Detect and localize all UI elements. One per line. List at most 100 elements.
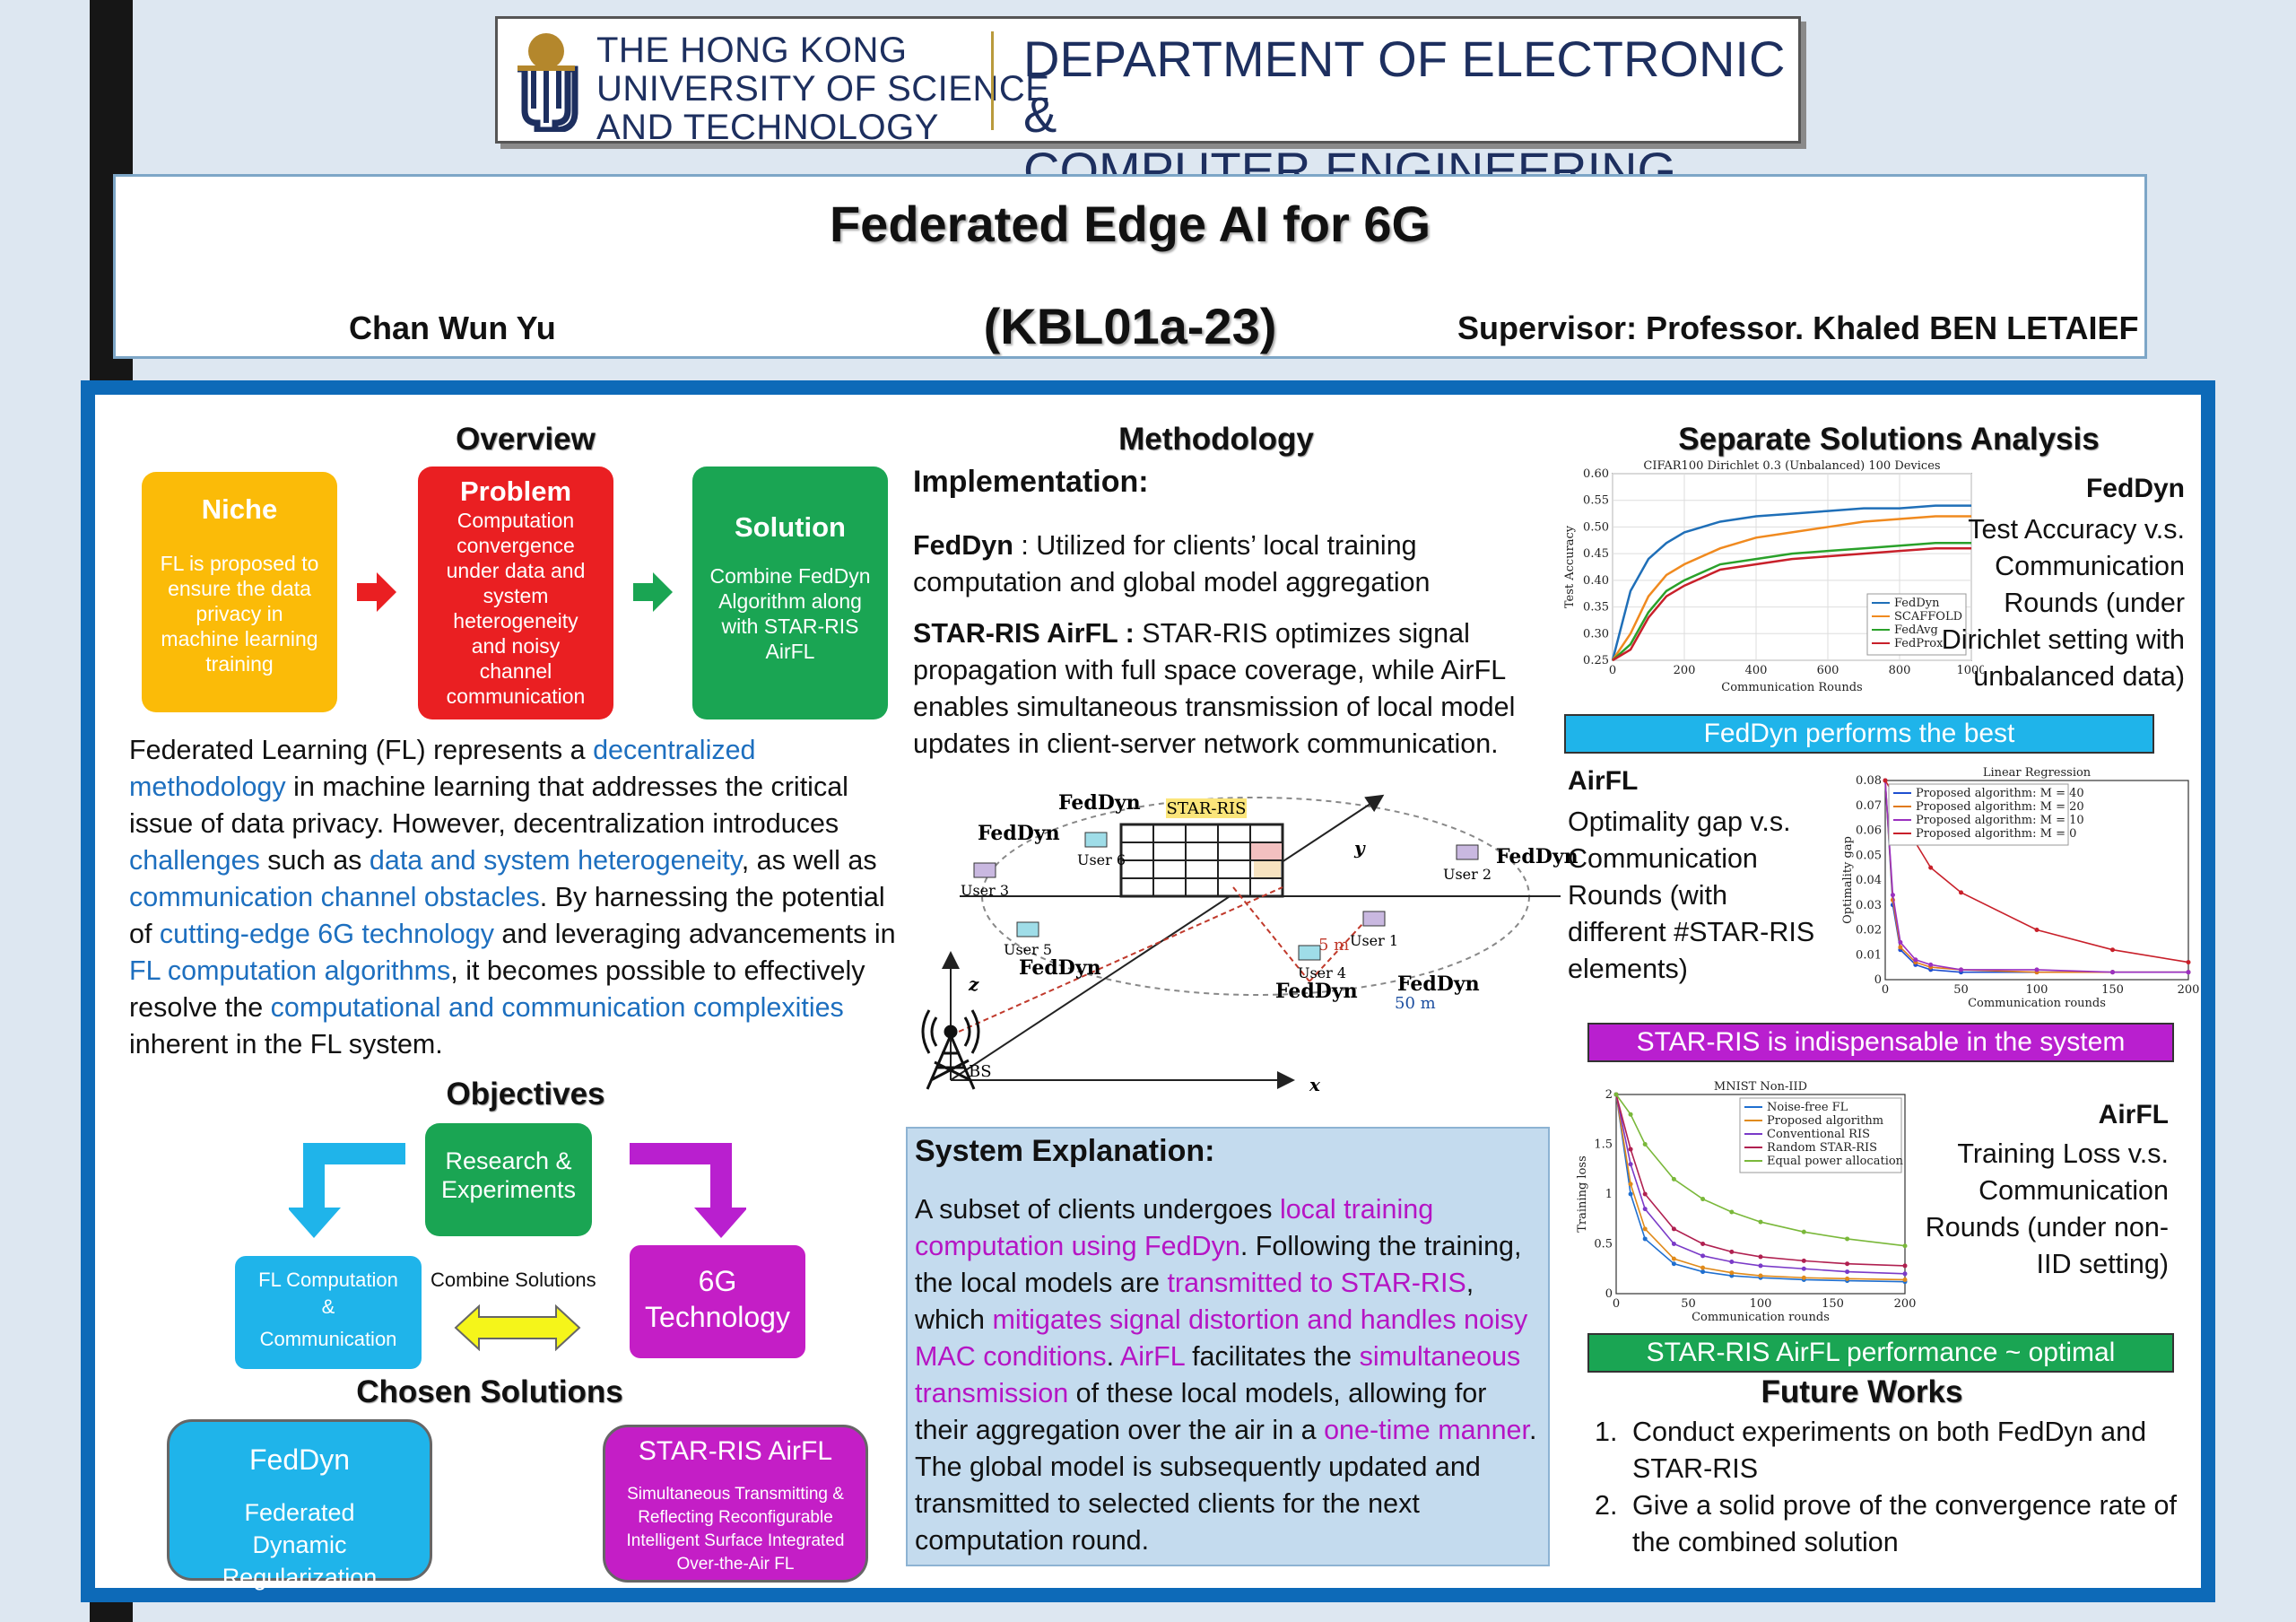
data-point (2186, 970, 2191, 975)
x-tick-label: 50 (1681, 1297, 1696, 1311)
x-axis-label: Communication rounds (1692, 1311, 1830, 1322)
overview-text-segment: in machine learning that addresses the c… (129, 772, 848, 839)
y-tick-label: 0.01 (1856, 948, 1882, 962)
data-point (1628, 1162, 1633, 1167)
main-content-panel: Overview Niche FL is proposed to ensure … (81, 380, 2215, 1602)
university-line-1: THE HONG KONG (596, 31, 908, 70)
star-ris-card: STAR-RIS AirFL Simultaneous Transmitting… (603, 1425, 868, 1583)
series-line (1612, 546, 1971, 662)
future-works-heading: Future Works (1761, 1374, 1963, 1409)
y-axis-label: Training loss (1576, 1155, 1589, 1232)
y-tick-label: 0.25 (1583, 654, 1609, 667)
star-ris-grid (1121, 824, 1283, 896)
series-line (1612, 542, 1971, 661)
legend-entry: FedAvg (1894, 624, 1938, 637)
fl-line-1: FL Computation (258, 1269, 398, 1291)
series-line (1615, 1094, 1906, 1267)
data-point (2186, 960, 2191, 965)
star-ris-implementation-text: STAR-RIS AirFL : STAR-RIS optimizes sign… (913, 615, 1550, 763)
data-point (1671, 1176, 1676, 1182)
university-logo-banner: THE HONG KONG UNIVERSITY OF SCIENCE AND … (495, 16, 1801, 198)
data-point (1729, 1209, 1735, 1215)
feddyn-label-1: FedDyn (1058, 791, 1141, 815)
data-point (1628, 1182, 1633, 1187)
airfl-result-label: AirFL (1568, 766, 1639, 796)
data-point (1671, 1261, 1676, 1267)
data-point (1898, 945, 1903, 950)
legend-entry: Noise-free FL (1767, 1101, 1848, 1114)
system-explanation-box: System Explanation: A subset of clients … (906, 1127, 1550, 1566)
system-text-segment: transmitted to STAR-RIS (1167, 1268, 1466, 1298)
data-point (1758, 1263, 1763, 1269)
feddyn-implementation-text: FedDyn : Utilized for clients’ local tra… (913, 528, 1541, 601)
overview-text-segment: computational and communication complexi… (270, 992, 844, 1023)
y-tick-label: 2 (1605, 1088, 1613, 1102)
ris-highlight-cell-2 (1254, 861, 1281, 877)
data-point (1758, 1273, 1763, 1278)
data-point (1642, 1207, 1648, 1212)
solution-card: Solution Combine FedDyn Algorithm along … (692, 467, 888, 719)
system-explanation-text: A subset of clients undergoes local trai… (915, 1191, 1546, 1559)
x-tick-label: 800 (1889, 664, 1911, 677)
feddyn-result-desc: Test Accuracy v.s. Communication Rounds … (1941, 514, 2185, 692)
6g-line-1: 6G (698, 1265, 737, 1297)
feddyn-label: FedDyn (913, 530, 1013, 561)
overview-text-segment: such as (259, 845, 370, 876)
chosen-solutions-heading: Chosen Solutions (356, 1374, 623, 1409)
feddyn-label-6: FedDyn (1397, 972, 1480, 996)
overview-paragraph: Federated Learning (FL) represents a dec… (129, 732, 902, 1063)
data-point (1928, 865, 1934, 870)
data-point (1890, 893, 1895, 898)
data-point (1845, 1236, 1850, 1242)
legend-entry: SCAFFOLD (1894, 610, 1962, 624)
data-point (1801, 1266, 1806, 1271)
x-tick-label: 200 (2178, 983, 2199, 997)
airfl-loss-desc: Training Loss v.s. Communication Rounds … (1925, 1138, 2169, 1279)
future-item-1-text: Conduct experiments on both FedDyn and S… (1632, 1417, 2147, 1484)
system-text-segment: AirFL (1119, 1341, 1185, 1372)
y-tick-label: 1.5 (1594, 1138, 1613, 1152)
future-item-1: 1.Conduct experiments on both FedDyn and… (1595, 1414, 2178, 1487)
feddyn-card-desc: Federated Dynamic Regularization (222, 1499, 378, 1591)
overview-text-segment: data and system heterogeneity (369, 845, 742, 876)
data-point (1913, 957, 1918, 963)
legend-box (1866, 593, 1967, 656)
x-axis-label: Communication rounds (1968, 997, 2106, 1008)
data-point (1959, 890, 1963, 895)
y-tick-label: 1 (1605, 1188, 1613, 1201)
star-ris-card-desc: Simultaneous Transmitting & Reflecting R… (626, 1485, 845, 1574)
star-ris-diagram-label: STAR-RIS (1167, 799, 1247, 818)
x-tick-label: 50 (1953, 983, 1969, 997)
data-point (1642, 1191, 1648, 1197)
y-tick-label: 0.05 (1856, 849, 1882, 862)
corner-arrow-left-icon (289, 1143, 405, 1238)
x-tick-label: 0 (1882, 983, 1889, 997)
data-point (1700, 1265, 1706, 1270)
arrow-right-icon (357, 572, 396, 612)
chart-title: MNIST Non-IID (1714, 1080, 1807, 1094)
fl-line-2: & (321, 1295, 335, 1318)
feddyn-labels: FedDyn FedDyn FedDyn FedDyn FedDyn FedDy… (978, 791, 1578, 1003)
x-tick-label: 1000 (1956, 664, 1984, 677)
feddyn-label-2: FedDyn (978, 822, 1060, 845)
department-line-1: DEPARTMENT OF ELECTRONIC & (1023, 31, 1786, 143)
data-point (2034, 928, 2039, 932)
system-explanation-heading: System Explanation: (915, 1134, 1215, 1168)
implementation-heading: Implementation: (913, 465, 1149, 499)
legend-entry: FedProx (1894, 637, 1944, 650)
y-tick-label: 0.07 (1856, 799, 1882, 813)
data-point (1801, 1229, 1806, 1234)
system-text-segment: one-time manner (1324, 1415, 1529, 1445)
arrow-right-icon-2 (633, 572, 673, 612)
x-tick-label: 600 (1817, 664, 1839, 677)
combine-solutions-label: Combine Solutions (430, 1269, 596, 1291)
x-tick-label: 150 (2101, 983, 2124, 997)
overview-text-segment: Federated Learning (FL) represents a (129, 735, 594, 765)
6g-technology-box: 6G Technology (630, 1245, 805, 1358)
data-point (1671, 1256, 1676, 1261)
data-point (1801, 1258, 1806, 1263)
problem-title: Problem (459, 475, 572, 507)
star-ris-label-bg (1166, 798, 1247, 818)
series-line (1611, 515, 1971, 661)
